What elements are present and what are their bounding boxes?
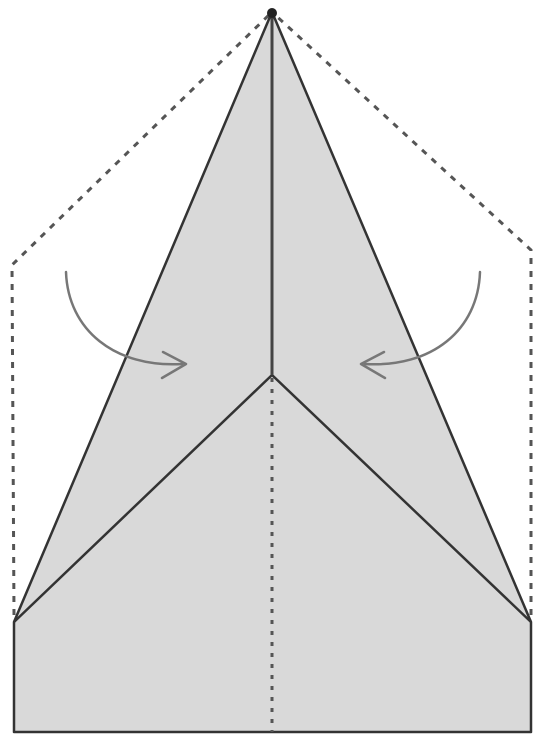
top-point [267,8,277,18]
folded-paper [14,8,531,732]
